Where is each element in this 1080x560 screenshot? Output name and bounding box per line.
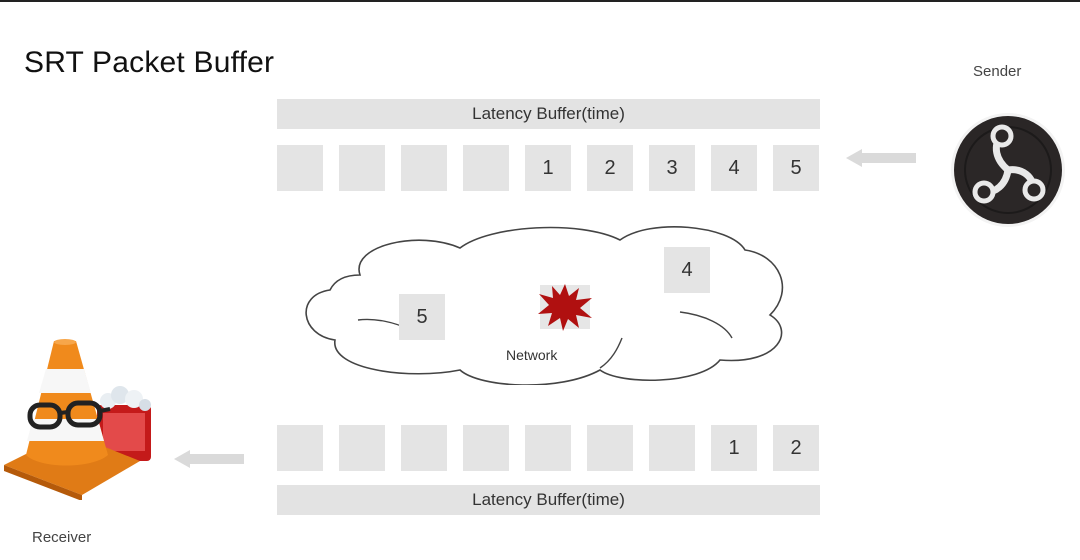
network-label: Network	[506, 347, 558, 363]
top-latency-buffer-bar: Latency Buffer(time)	[277, 99, 820, 129]
vlc-cone-icon	[4, 339, 151, 500]
top-packet-slot	[277, 145, 323, 191]
top-packet-slot: 4	[711, 145, 757, 191]
bottom-packet-slot	[587, 425, 633, 471]
sender-arrow-icon	[846, 149, 916, 167]
top-latency-buffer-label: Latency Buffer(time)	[472, 104, 625, 123]
top-packet-row: 1 2 3 4 5	[277, 145, 819, 191]
sender-label: Sender	[973, 63, 1022, 80]
bottom-packet-slot: 1	[711, 425, 757, 471]
bottom-packet-slot	[525, 425, 571, 471]
top-packet-slot: 1	[525, 145, 571, 191]
bottom-packet-slot: 2	[773, 425, 819, 471]
bottom-latency-buffer-bar: Latency Buffer(time)	[277, 485, 820, 515]
top-packet-slot	[463, 145, 509, 191]
bottom-packet-row: 1 2	[277, 425, 819, 471]
receiver-label: Receiver	[32, 529, 92, 546]
top-packet-slot: 3	[649, 145, 695, 191]
top-border	[0, 0, 1080, 2]
red-burst-icon	[538, 284, 592, 331]
page-title: SRT Packet Buffer	[24, 46, 275, 79]
bottom-packet-slot	[401, 425, 447, 471]
bottom-latency-buffer-label: Latency Buffer(time)	[472, 490, 625, 509]
top-packet-slot	[401, 145, 447, 191]
bottom-packet-slot	[339, 425, 385, 471]
bottom-packet-slot	[649, 425, 695, 471]
top-packet-slot: 2	[587, 145, 633, 191]
network-packet: 5	[399, 294, 445, 340]
obs-logo-icon	[951, 113, 1065, 227]
bottom-packet-slot	[277, 425, 323, 471]
network-packet: 4	[664, 247, 710, 293]
top-packet-slot	[339, 145, 385, 191]
top-packet-slot: 5	[773, 145, 819, 191]
receiver-arrow-icon	[174, 450, 244, 468]
bottom-packet-slot	[463, 425, 509, 471]
